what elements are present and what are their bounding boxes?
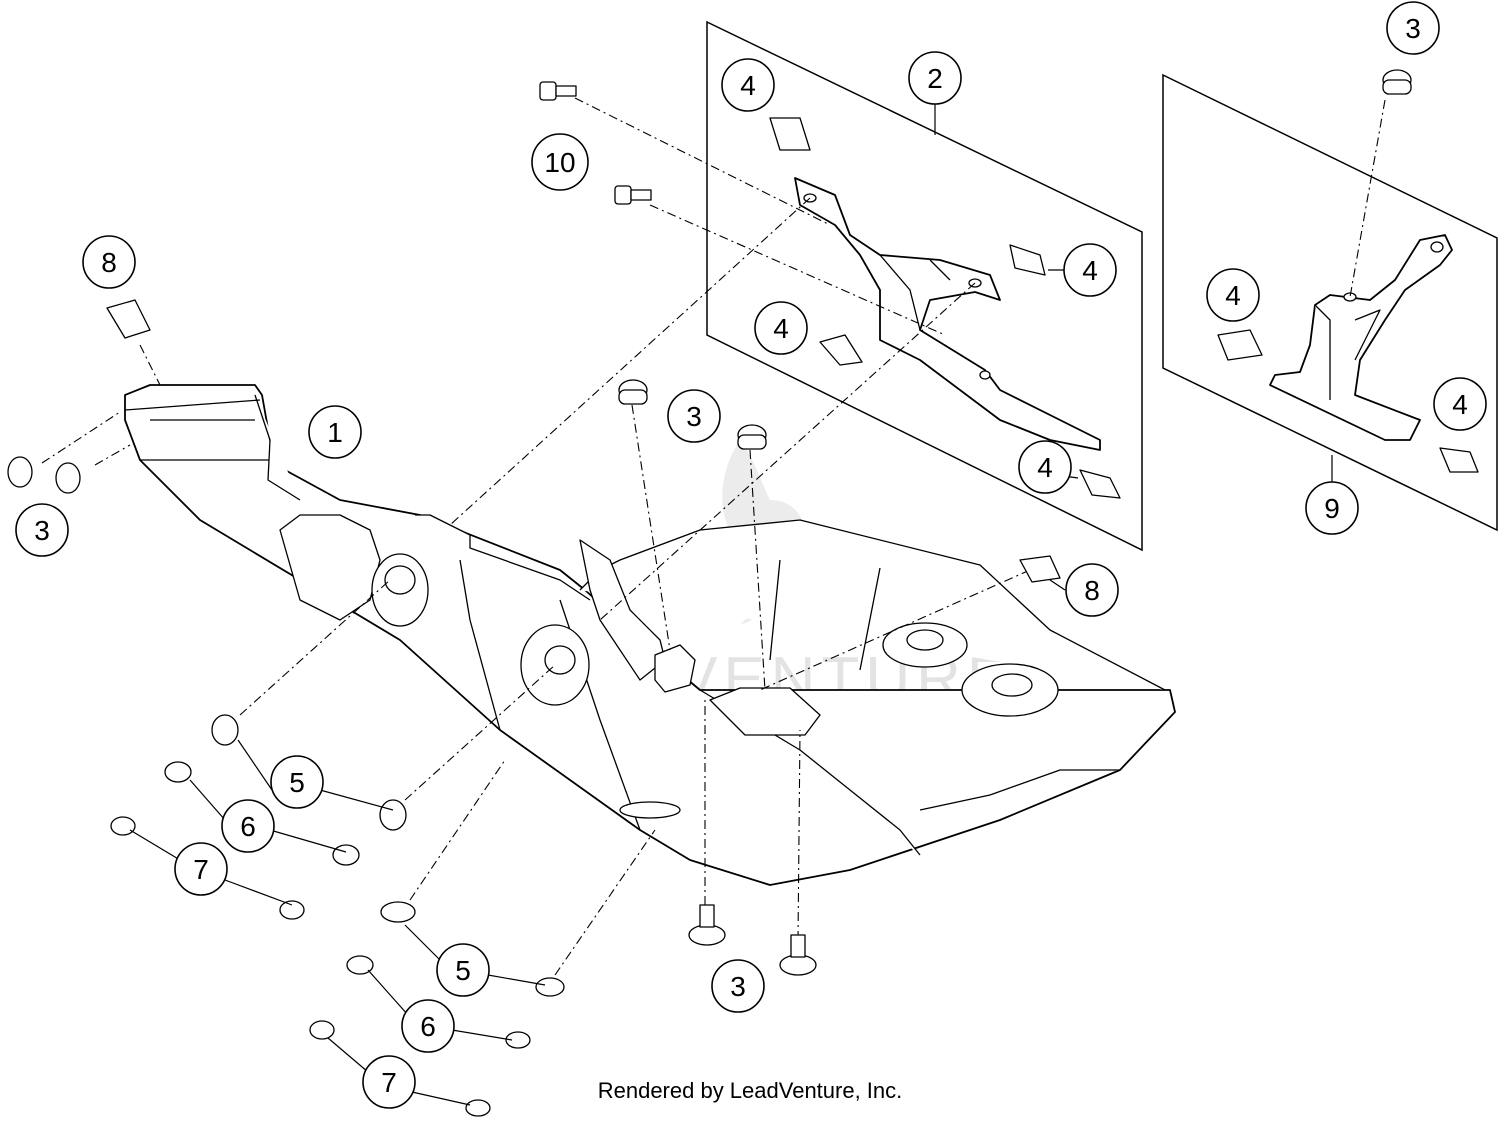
callout-6-bottom: 6 <box>401 999 455 1053</box>
collar-bolt-7a <box>110 816 136 836</box>
rubber-bush-5a <box>211 714 239 746</box>
callout-4-label: 4 <box>1452 389 1468 420</box>
clip-nut-4c <box>819 334 863 366</box>
mounting-bracket-left <box>794 177 1101 451</box>
callout-7-label: 7 <box>381 1067 397 1098</box>
clip-8b <box>1019 555 1061 583</box>
render-credit: Rendered by LeadVenture, Inc. <box>597 1078 903 1103</box>
callout-3-label: 3 <box>686 401 702 432</box>
callout-4-label: 4 <box>1225 280 1241 311</box>
callout-2-label: 2 <box>927 63 943 94</box>
grommet-3e <box>55 462 81 494</box>
spacer-6d <box>505 1031 531 1049</box>
callout-6-label: 6 <box>240 811 256 842</box>
rubber-bush-5b <box>379 799 407 831</box>
small-parts <box>7 69 1479 1117</box>
clip-nut-4a <box>769 117 811 151</box>
clip-nut-4d <box>1079 469 1121 499</box>
callout-3-label: 3 <box>1405 13 1421 44</box>
callout-5-top: 5 <box>270 755 324 809</box>
callout-1: 1 <box>308 405 362 459</box>
callout-5-label: 5 <box>455 955 471 986</box>
collar-bolt-7d <box>465 1099 491 1117</box>
assembly-lines <box>41 97 1386 976</box>
collar-bolt-7b <box>279 900 305 920</box>
clip-nut-4f <box>1439 447 1479 473</box>
clip-nut-4b <box>1009 244 1046 276</box>
callout-3-top-right: 3 <box>1386 1 1440 55</box>
callout-5-label: 5 <box>289 767 305 798</box>
grommet-3f <box>688 924 726 946</box>
callout-6-top: 6 <box>221 799 275 853</box>
callout-10: 10 <box>531 133 589 191</box>
callout-9-label: 9 <box>1324 493 1340 524</box>
bolt-10a <box>539 81 577 101</box>
callout-4-e: 4 <box>1206 268 1260 322</box>
callout-2: 2 <box>908 51 962 105</box>
callout-5-bottom: 5 <box>436 943 490 997</box>
callout-3-label: 3 <box>34 515 50 546</box>
callout-4-label: 4 <box>740 70 756 101</box>
callout-10-label: 10 <box>544 147 575 178</box>
callout-1-label: 1 <box>327 417 343 448</box>
callout-7-bottom: 7 <box>362 1055 416 1109</box>
callout-4-label: 4 <box>773 313 789 344</box>
callout-7-label: 7 <box>193 854 209 885</box>
spacer-6c <box>346 955 374 975</box>
callout-4-label: 4 <box>1082 255 1098 286</box>
callout-7-top: 7 <box>174 842 228 896</box>
clip-8a <box>106 299 151 339</box>
callout-8-label: 8 <box>1084 575 1100 606</box>
callout-3-center: 3 <box>667 389 721 443</box>
clip-nut-4e <box>1217 329 1263 361</box>
callout-3-left: 3 <box>15 503 69 557</box>
callout-8-left: 8 <box>82 235 136 289</box>
spacer-6a <box>164 761 192 783</box>
callout-8-label: 8 <box>101 247 117 278</box>
callout-9: 9 <box>1305 481 1359 535</box>
callout-4-c: 4 <box>754 301 808 355</box>
callout-6-label: 6 <box>420 1011 436 1042</box>
grommet-3g <box>779 954 817 976</box>
callout-3-label: 3 <box>730 971 746 1002</box>
callout-4-label: 4 <box>1037 452 1053 483</box>
callout-4-d: 4 <box>1018 440 1072 494</box>
rubber-bush-5c <box>380 901 416 923</box>
callout-4-f: 4 <box>1433 377 1487 431</box>
spacer-6b <box>332 844 360 866</box>
collar-bolt-7c <box>309 1020 335 1040</box>
skid-plate <box>124 384 1176 886</box>
bolt-10b <box>614 185 652 205</box>
callout-4-a: 4 <box>721 58 775 112</box>
mounting-bracket-right <box>1269 234 1453 441</box>
grommet-3d <box>7 456 33 488</box>
rubber-bush-5d <box>535 977 565 997</box>
callout-4-b: 4 <box>1063 243 1117 297</box>
callout-3-bottom: 3 <box>711 959 765 1013</box>
callout-8-right: 8 <box>1065 563 1119 617</box>
